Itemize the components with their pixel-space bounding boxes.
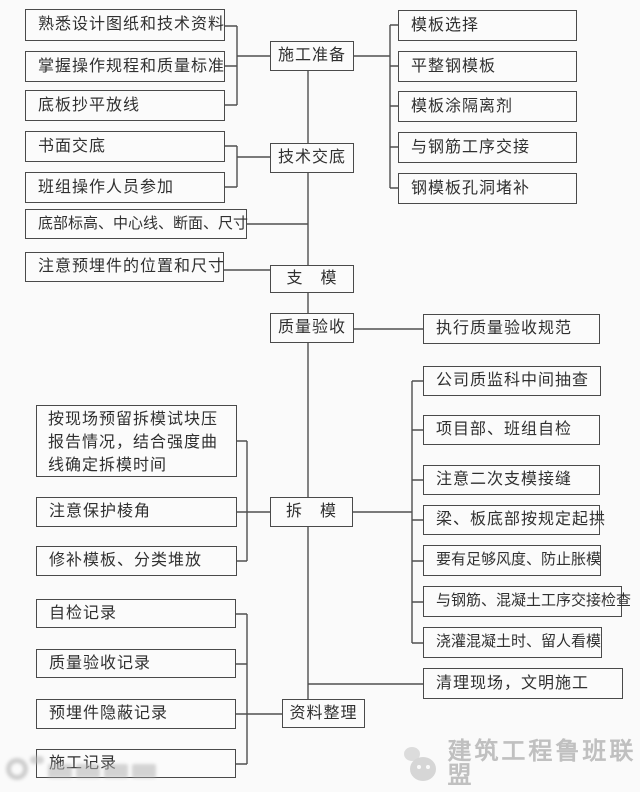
- flow-box-familiar-with-drawings: 熟悉设计图纸和技术资料: [25, 9, 225, 41]
- node-technical-disclosure: 技术交底: [270, 143, 354, 173]
- flow-box-company-spot-check: 公司质监科中间抽查: [423, 366, 601, 396]
- flow-box-protect-edges: 注意保护棱角: [36, 497, 237, 527]
- flow-box-sufficient-stiffness: 要有足够风度、防止胀模: [423, 545, 601, 576]
- flow-box-project-self-check: 项目部、班组自检: [423, 415, 600, 445]
- flow-box-baseplate-leveling: 底板抄平放线: [25, 90, 225, 121]
- node-quality-acceptance: 质量验收: [270, 313, 354, 343]
- flow-box-rebar-process-handover: 与钢筋工序交接: [398, 132, 577, 163]
- flow-box-acceptance-specification: 执行质量验收规范: [423, 314, 600, 344]
- flow-box-secondary-formwork-joints: 注意二次支模接缝: [423, 465, 600, 495]
- flow-box-repair-and-stack: 修补模板、分类堆放: [36, 546, 237, 576]
- brand-watermark-text: 建筑工程鲁班联盟: [447, 739, 637, 789]
- flow-box-written-disclosure: 书面交底: [25, 131, 225, 162]
- flow-box-plug-formwork-holes: 钢模板孔洞堵补: [398, 173, 577, 204]
- flow-box-team-participation: 班组操作人员参加: [25, 172, 225, 203]
- brand-watermark: 建筑工程鲁班联盟: [402, 740, 640, 788]
- flow-box-master-procedures: 掌握操作规程和质量标准: [25, 51, 225, 82]
- flow-box-removal-time-by-strength: 按现场预留拆模试块压报告情况，结合强度曲线确定拆模时间: [36, 405, 237, 477]
- flow-box-formwork-selection: 模板选择: [398, 10, 577, 41]
- node-formwork-erection: 支 模: [270, 265, 354, 293]
- flow-box-bottom-elevation: 底部标高、中心线、断面、尺寸: [25, 209, 248, 239]
- flow-box-embedded-concealment-record: 预埋件隐蔽记录: [36, 699, 236, 729]
- luban-alliance-logo-icon: [402, 745, 439, 783]
- flow-box-beam-slab-camber: 梁、板底部按规定起拱: [423, 505, 605, 535]
- flow-box-apply-release-agent: 模板涂隔离剂: [398, 91, 577, 122]
- node-construction-preparation: 施工准备: [270, 41, 354, 71]
- flow-box-rebar-concrete-handover-check: 与钢筋、混凝土工序交接检查: [423, 586, 631, 617]
- node-data-organization: 资料整理: [282, 699, 365, 728]
- corner-watermark-icon: [2, 754, 172, 786]
- flow-box-quality-acceptance-record: 质量验收记录: [36, 649, 236, 678]
- flow-box-embedded-parts-position: 注意预埋件的位置和尺寸: [25, 252, 224, 282]
- node-formwork-removal: 拆 模: [270, 497, 353, 527]
- flow-box-watch-formwork-during-pour: 浇灌混凝土时、留人看模: [423, 627, 602, 658]
- flow-box-self-check-record: 自检记录: [36, 599, 236, 628]
- flow-box-flatten-steel-formwork: 平整钢模板: [398, 51, 577, 82]
- flow-box-clean-site: 清理现场，文明施工: [423, 668, 623, 699]
